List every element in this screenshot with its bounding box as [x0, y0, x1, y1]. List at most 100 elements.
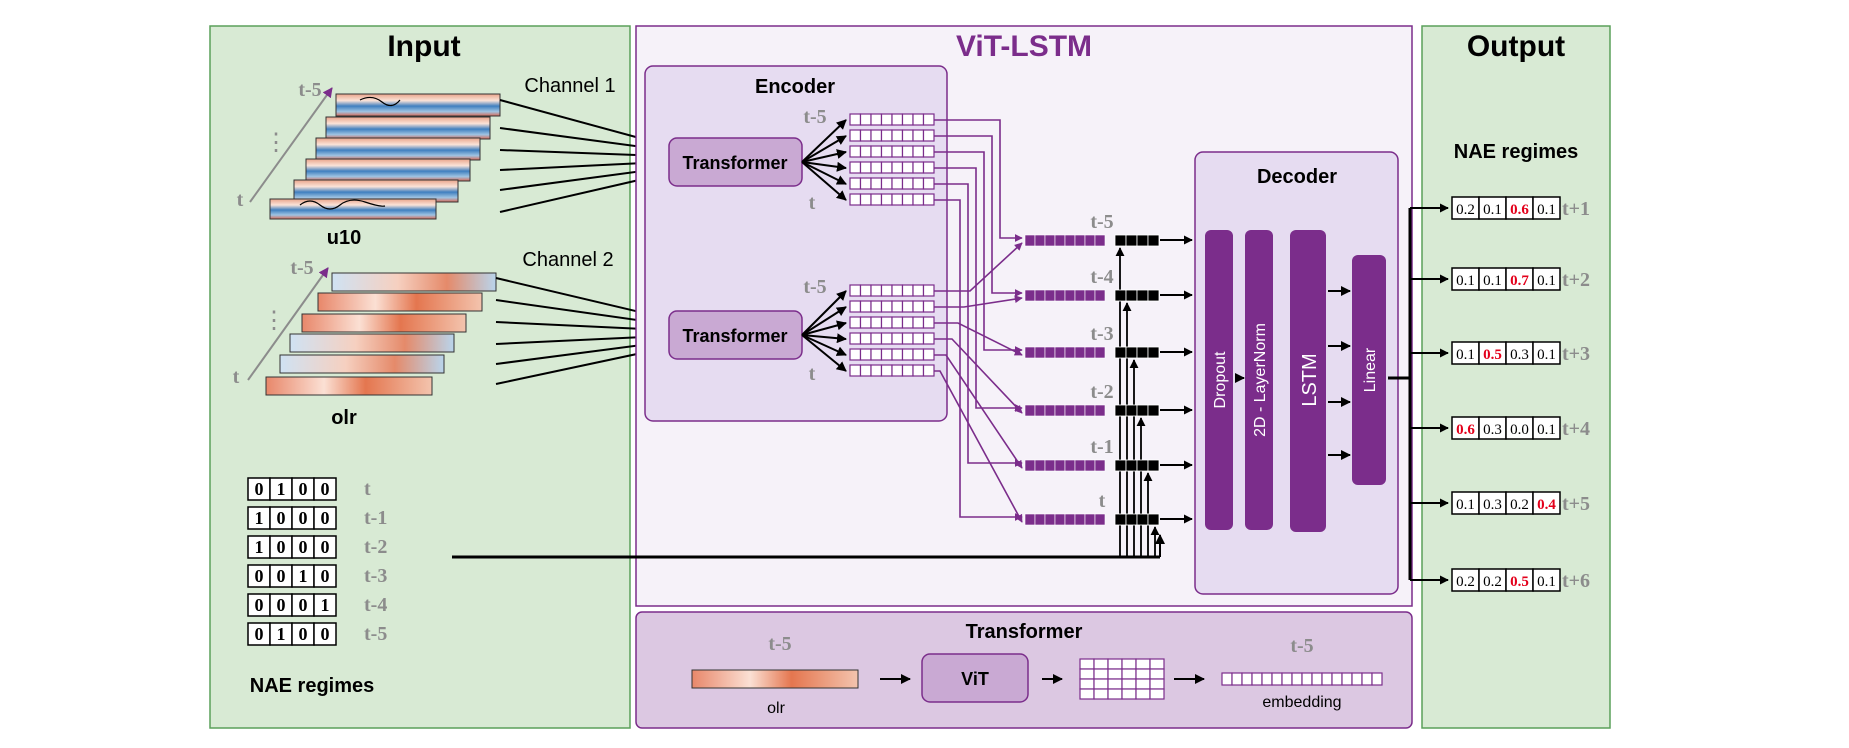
sequence-time-label: t-4 [1090, 266, 1113, 288]
regime-cell [313, 622, 337, 646]
purple-embedding-cell [1094, 234, 1106, 247]
embedding-cell [849, 364, 862, 377]
decoder-internal-arrows [1235, 286, 1351, 460]
embedding-cell [912, 300, 925, 313]
regime-embedding-cell [1147, 404, 1160, 417]
embedding-cell [870, 348, 883, 361]
output-value: 0.1 [1537, 347, 1556, 363]
embedding-cell [870, 145, 883, 158]
purple-embedding-cell [1024, 234, 1036, 247]
output-value: 0.1 [1456, 497, 1475, 513]
embedding-cell [880, 284, 893, 297]
patch-cell [1093, 678, 1109, 690]
embedding-cell [849, 284, 862, 297]
sequence-row: t-3 [1024, 323, 1193, 557]
embedding-cell [901, 113, 914, 126]
linear-label: Linear [1362, 347, 1379, 392]
embedding-cell [849, 161, 862, 174]
embedding-cell [880, 300, 893, 313]
output-max-value: 0.5 [1510, 574, 1529, 590]
embedding-cell [891, 364, 904, 377]
embedding-cell [849, 332, 862, 345]
embedding-cell [849, 348, 862, 361]
embedding-cell [880, 113, 893, 126]
embedding-cell [1301, 672, 1313, 686]
embedding-cell [859, 113, 872, 126]
regime-embedding-cell [1114, 289, 1127, 302]
embedding-cell [849, 113, 862, 126]
embedding-cell [1331, 672, 1343, 686]
embedding-cell [1231, 672, 1243, 686]
routing-line [934, 338, 1023, 414]
purple-embedding-cell [1064, 234, 1076, 247]
regime-cell [313, 477, 337, 501]
vit-label: ViT [961, 669, 989, 689]
embedding-cell [859, 129, 872, 142]
regime-embedding-cell [1136, 234, 1149, 247]
purple-embedding-cell [1044, 513, 1056, 526]
embedding-cell [870, 129, 883, 142]
embedding-cell [922, 177, 935, 190]
channel-2-label: Channel 2 [522, 249, 613, 271]
embedding-cell [922, 113, 935, 126]
patch-cell [1121, 678, 1137, 690]
embedding-cell [1291, 672, 1303, 686]
u10-t-start: t-5 [298, 79, 321, 101]
purple-embedding-cell [1064, 404, 1076, 417]
output-cell [1532, 196, 1561, 220]
purple-embedding-cell [1024, 513, 1036, 526]
patch-cell [1107, 668, 1123, 680]
embedding-cell [870, 113, 883, 126]
patch-cell [1149, 678, 1165, 690]
embedding-cell [859, 364, 872, 377]
purple-embedding-cell [1054, 459, 1066, 472]
patch-cell [1107, 678, 1123, 690]
embedding-cell [891, 161, 904, 174]
regime-cell [313, 506, 337, 530]
embedding-cell [1361, 672, 1373, 686]
dropout-label: Dropout [1212, 351, 1229, 408]
embedding-cell [891, 129, 904, 142]
purple-embedding-cell [1034, 404, 1046, 417]
regime-bit: 0 [255, 624, 264, 644]
output-value: 0.1 [1483, 202, 1502, 218]
routing-line [934, 199, 1023, 521]
embedding-cell [1271, 672, 1283, 686]
regime-embedding-cell [1147, 459, 1160, 472]
olr-dots: ⋮ [262, 308, 286, 334]
encoder-arrow [801, 290, 847, 336]
embedding-cell [912, 348, 925, 361]
purple-embedding-cell [1084, 513, 1096, 526]
embedding-cell [870, 332, 883, 345]
embedding-cell [891, 284, 904, 297]
detail-embedding-strip [1221, 672, 1383, 686]
output-time-label: t+5 [1562, 493, 1590, 515]
vit-lstm-title: ViT-LSTM [956, 30, 1092, 63]
lstm-label: LSTM [1299, 353, 1321, 406]
embedding-cell [880, 145, 893, 158]
embedding-cell [922, 332, 935, 345]
embedding-cell [891, 177, 904, 190]
regime-embedding-cell [1147, 289, 1160, 302]
embedding-cell [912, 161, 925, 174]
regime-embedding-cell [1136, 404, 1149, 417]
vit-block [921, 653, 1029, 703]
embedding-cell [922, 129, 935, 142]
regime-bit: 1 [277, 479, 286, 499]
input-title: Input [387, 30, 460, 63]
embedding-cell [891, 145, 904, 158]
purple-embedding-cell [1034, 234, 1046, 247]
regime-bit: 1 [255, 537, 264, 557]
output-time-label: t+4 [1562, 418, 1590, 440]
output-cell [1532, 416, 1561, 440]
purple-embedding-cell [1054, 513, 1066, 526]
routing-line [934, 183, 1023, 467]
encoder-embedding [849, 316, 935, 329]
sequence-time-label: t-5 [1090, 211, 1113, 233]
purple-embedding-cell [1074, 289, 1086, 302]
purple-embedding-cell [1054, 234, 1066, 247]
embedding-cell [912, 113, 925, 126]
